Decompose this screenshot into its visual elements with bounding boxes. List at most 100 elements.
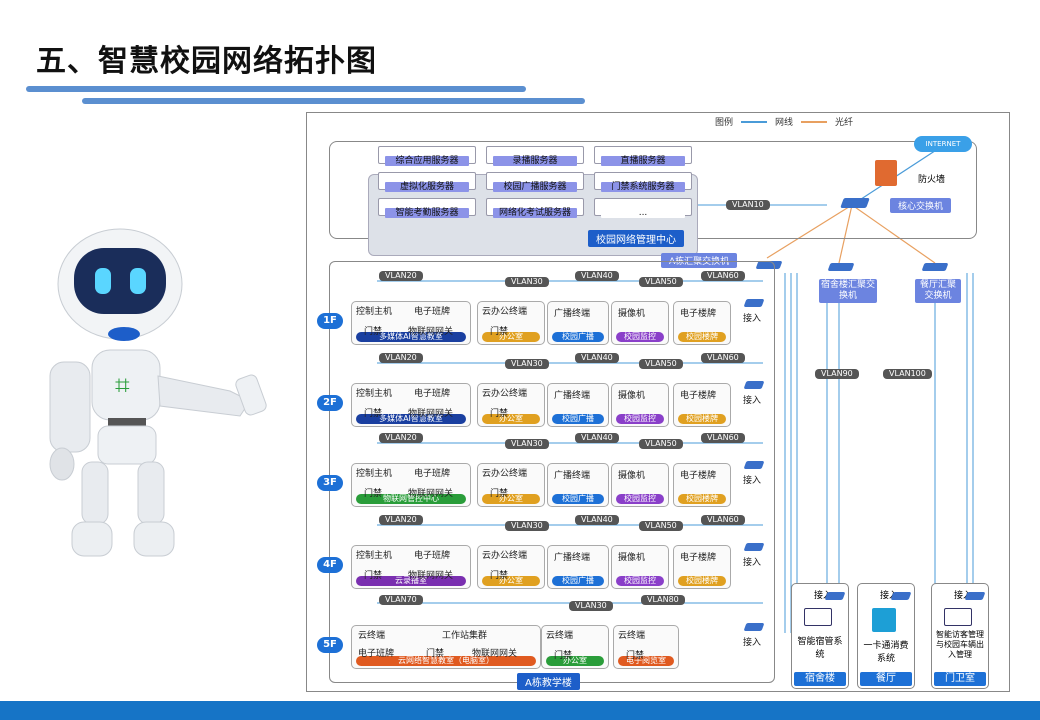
legend-net-line <box>741 120 768 123</box>
server-label: 虚拟化服务器 <box>385 182 469 192</box>
firewall-icon <box>875 160 897 186</box>
robot-illustration: ⌗ <box>49 228 267 557</box>
legend-fiber-line <box>801 120 828 123</box>
title-underline-bottom <box>82 98 585 104</box>
access-switch-icon <box>890 592 912 600</box>
internet-cloud-icon: INTERNET <box>914 136 972 152</box>
device-label: 电子楼牌 <box>680 391 717 401</box>
room-box: 校园广播广播终端 <box>547 545 609 589</box>
room-label: 办公室 <box>482 332 540 342</box>
room-label: 多媒体AI智慧教室 <box>356 414 466 424</box>
device-label: 物联网网关 <box>408 327 454 337</box>
room-label: 校园楼牌 <box>678 414 726 424</box>
room-box: 校园楼牌电子楼牌 <box>673 301 731 345</box>
room-label: 校园楼牌 <box>678 494 726 504</box>
device-label: 控制主机 <box>356 389 393 399</box>
access-switch-icon <box>964 592 986 600</box>
firewall-label: 防火墙 <box>918 175 946 185</box>
device-label: 摄像机 <box>618 471 646 481</box>
gate-system-label: 智能访客管理与校园车辆出入管理 <box>936 630 984 659</box>
vlan-tag: VLAN10 <box>726 200 770 210</box>
access-switch-icon <box>743 543 765 551</box>
device-label: 云办公终端 <box>482 551 528 561</box>
access-label: 接入 <box>814 591 833 601</box>
dorm-caption: 宿舍楼 <box>794 672 846 686</box>
computer-icon <box>804 608 832 626</box>
device-label: 物联网网关 <box>408 571 454 581</box>
server-label: 校园广播服务器 <box>493 182 577 192</box>
room-label: 云录播室 <box>356 576 466 586</box>
vlan-tag: VLAN90 <box>815 369 859 379</box>
vlan-tag: VLAN50 <box>639 359 683 369</box>
legend-fiber-label: 光纤 <box>835 118 854 128</box>
legend-net-label: 网线 <box>775 118 794 128</box>
floor-badge: 4F <box>317 557 343 573</box>
legend-title: 图例 <box>715 118 734 128</box>
canteen-aggregation-switch-label: 餐厅汇聚交换机 <box>915 279 961 303</box>
server-unit: 智能考勤服务器 <box>378 198 476 218</box>
legend: 图例 网线 光纤 <box>715 115 853 128</box>
svg-text:⌗: ⌗ <box>115 371 130 401</box>
canteen-box: 接入 一卡通消费系统 餐厅 <box>857 583 915 689</box>
server-label: 直播服务器 <box>601 156 685 166</box>
vlan-tag: VLAN20 <box>379 433 423 443</box>
vlan-tag: VLAN30 <box>505 439 549 449</box>
device-label: 云办公终端 <box>482 389 528 399</box>
server-label: 智能考勤服务器 <box>385 208 469 218</box>
vlan-tag: VLAN30 <box>505 521 549 531</box>
vlan-tag: VLAN100 <box>883 369 932 379</box>
vlan-tag: VLAN60 <box>701 271 745 281</box>
access-label: 接入 <box>743 638 762 648</box>
room-box: 校园监控摄像机 <box>611 301 669 345</box>
vlan-tag: VLAN70 <box>379 595 423 605</box>
room-box: 多媒体AI智慧教室控制主机电子班牌门禁物联网网关 <box>351 301 471 345</box>
internet-label: INTERNET <box>925 140 961 148</box>
device-label: 摄像机 <box>618 391 646 401</box>
computer-icon <box>944 608 972 626</box>
room-box: 办公室云办公终端门禁 <box>477 545 545 589</box>
gate-box: 接入 智能访客管理与校园车辆出入管理 门卫室 <box>931 583 989 689</box>
canteen-system-label: 一卡通消费系统 <box>863 641 909 664</box>
room-box: 办公室云终端门禁 <box>541 625 609 669</box>
vlan-tag: VLAN80 <box>641 595 685 605</box>
room-label: 多媒体AI智慧教室 <box>356 332 466 342</box>
vlan-tag: VLAN40 <box>575 433 619 443</box>
server-unit: 校园广播服务器 <box>486 172 584 192</box>
device-label: 控制主机 <box>356 551 393 561</box>
management-center-box: 综合应用服务器 录播服务器 直播服务器 虚拟化服务器 校园广播服务器 门禁系统服… <box>329 136 977 256</box>
room-box: 校园广播广播终端 <box>547 463 609 507</box>
room-box: 办公室云办公终端门禁 <box>477 383 545 427</box>
access-label: 接入 <box>743 476 762 486</box>
room-box: 物联网管控中心控制主机电子班牌门禁物联网网关 <box>351 463 471 507</box>
room-label: 校园监控 <box>616 494 664 504</box>
device-label: 云终端 <box>618 631 646 641</box>
room-label: 校园楼牌 <box>678 332 726 342</box>
device-label: 云办公终端 <box>482 469 528 479</box>
room-box: 校园楼牌电子楼牌 <box>673 545 731 589</box>
room-box: 电子阅览室云终端门禁 <box>613 625 679 669</box>
device-label: 电子班牌 <box>358 649 395 659</box>
building-a-label: A栋教学楼 <box>517 673 580 690</box>
floor-badge: 2F <box>317 395 343 411</box>
vlan-tag: VLAN30 <box>505 359 549 369</box>
device-label: 广播终端 <box>554 471 591 481</box>
room-label: 校园广播 <box>552 494 604 504</box>
vlan-tag: VLAN60 <box>701 353 745 363</box>
vlan-tag: VLAN50 <box>639 277 683 287</box>
vlan-tag: VLAN30 <box>505 277 549 287</box>
server-unit: 门禁系统服务器 <box>594 172 692 192</box>
vlan-tag: VLAN40 <box>575 515 619 525</box>
access-label: 接入 <box>743 396 762 406</box>
server-label: 录播服务器 <box>493 156 577 166</box>
device-label: 工作站集群 <box>442 631 488 641</box>
server-label: 综合应用服务器 <box>385 156 469 166</box>
room-label: 校园广播 <box>552 414 604 424</box>
canteen-aggregation-switch-icon <box>921 263 949 271</box>
page-title: 五、智慧校园网络拓扑图 <box>36 44 377 79</box>
room-label: 校园监控 <box>616 414 664 424</box>
room-label: 办公室 <box>482 494 540 504</box>
device-label: 广播终端 <box>554 309 591 319</box>
a-aggregation-switch-label: A栋汇聚交换机 <box>661 253 738 268</box>
device-label: 电子楼牌 <box>680 471 717 481</box>
core-switch-label: 核心交换机 <box>890 198 952 213</box>
